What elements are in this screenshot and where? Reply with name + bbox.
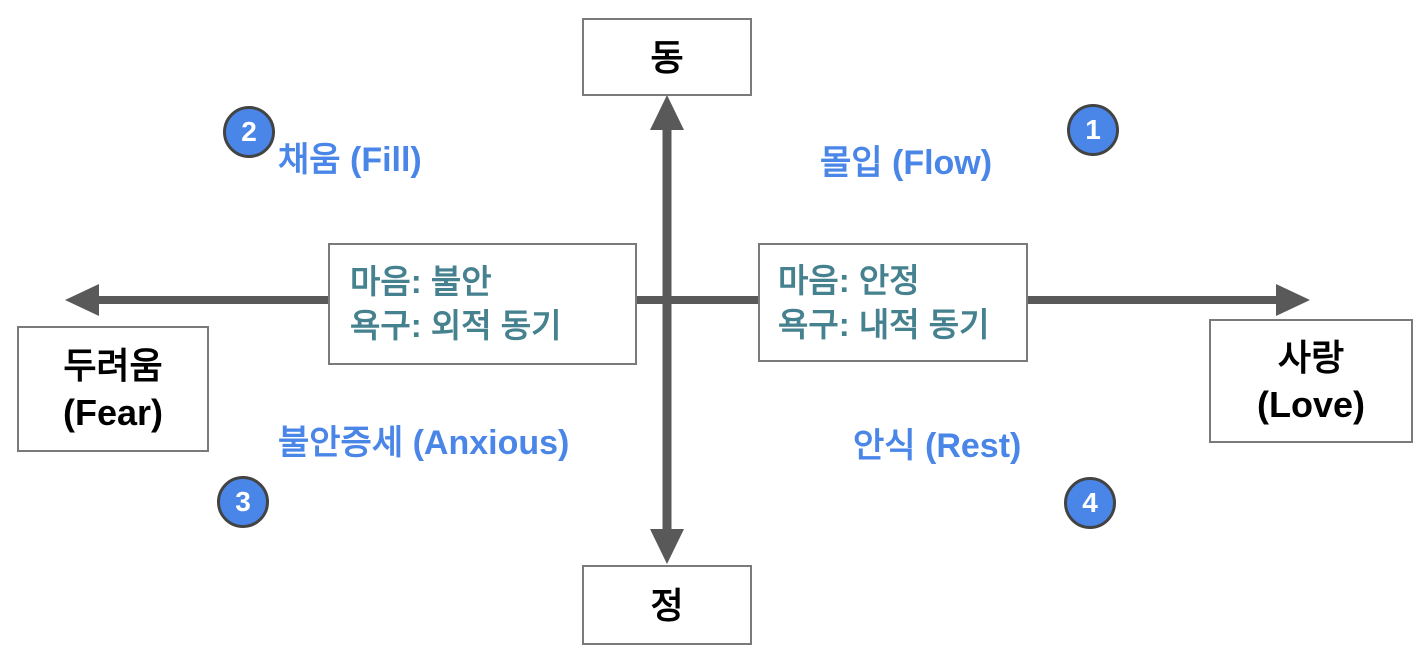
quadrant-label-anxious: 불안증세 (Anxious): [278, 424, 570, 462]
quadrant-label-flow: 몰입 (Flow): [820, 144, 993, 182]
arrowhead-left-icon: [65, 284, 99, 316]
quadrant-number-badge-2: 2: [223, 106, 275, 158]
axis-bottom-box: 정: [582, 565, 752, 645]
axis-bottom-label: 정: [650, 584, 684, 626]
quadrant-number-badge-1: 1: [1067, 104, 1119, 156]
axis-left-label-en: (Fear): [62, 392, 164, 433]
mind-box-left: 마음: 불안 욕구: 외적 동기: [328, 243, 637, 365]
quadrant-number-badge-3: 3: [217, 476, 269, 528]
axis-left-label-ko: 두려움: [63, 345, 163, 386]
arrowhead-down-icon: [650, 529, 684, 564]
mind-box-right: 마음: 안정 욕구: 내적 동기: [758, 243, 1028, 362]
axis-right-label-ko: 사랑: [1277, 337, 1345, 378]
axis-right-box: 사랑 (Love): [1209, 319, 1413, 443]
quadrant-number-badge-4: 4: [1064, 477, 1116, 529]
axis-right-label-en: (Love): [1257, 384, 1365, 425]
axis-top-box: 동: [582, 18, 752, 96]
axis-top-label: 동: [650, 36, 684, 78]
quadrant-label-fill: 채움 (Fill): [278, 141, 422, 179]
arrowhead-right-icon: [1276, 284, 1310, 316]
mind-left-line2: 욕구: 외적 동기: [350, 307, 562, 344]
mind-right-line2: 욕구: 내적 동기: [778, 305, 990, 343]
mind-right-line1: 마음: 안정: [778, 261, 920, 299]
mind-left-line1: 마음: 불안: [350, 263, 492, 300]
quadrant-label-rest: 안식 (Rest): [853, 427, 1022, 465]
axis-left-box: 두려움 (Fear): [17, 326, 209, 452]
arrowhead-up-icon: [650, 95, 684, 130]
